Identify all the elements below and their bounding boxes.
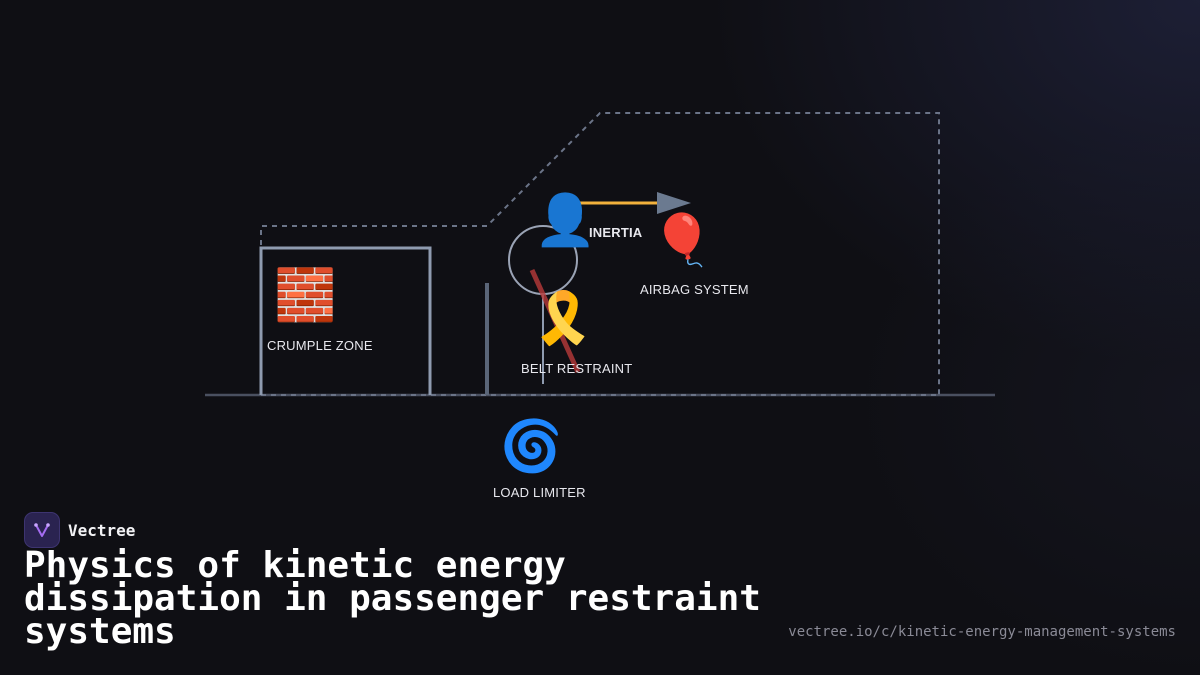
brand-name: Vectree bbox=[68, 520, 136, 540]
vectree-logo-icon bbox=[24, 512, 60, 548]
cyclone-icon: 🌀 bbox=[500, 418, 563, 474]
balloon-icon: 🎈 bbox=[651, 212, 714, 268]
person-icon: 👤 bbox=[534, 192, 597, 248]
inertia-label: INERTIA bbox=[589, 225, 643, 240]
crumple-zone-label: CRUMPLE ZONE bbox=[267, 338, 373, 353]
belt-restraint-label: BELT RESTRAINT bbox=[521, 361, 633, 376]
page-title: Physics of kinetic energy dissipation in… bbox=[24, 545, 761, 652]
airbag-system-label: AIRBAG SYSTEM bbox=[640, 282, 749, 297]
brick-wall-icon: 🧱 bbox=[274, 267, 337, 323]
inertia-arrow-head bbox=[657, 192, 691, 214]
belt-strap bbox=[529, 268, 581, 374]
crumple-zone-box bbox=[259, 246, 432, 395]
source-url[interactable]: vectree.io/c/kinetic-energy-management-s… bbox=[788, 624, 1176, 640]
load-limiter-label: LOAD LIMITER bbox=[493, 485, 586, 500]
ribbon-icon: 🎗️ bbox=[532, 290, 595, 346]
brand: Vectree bbox=[24, 512, 135, 548]
